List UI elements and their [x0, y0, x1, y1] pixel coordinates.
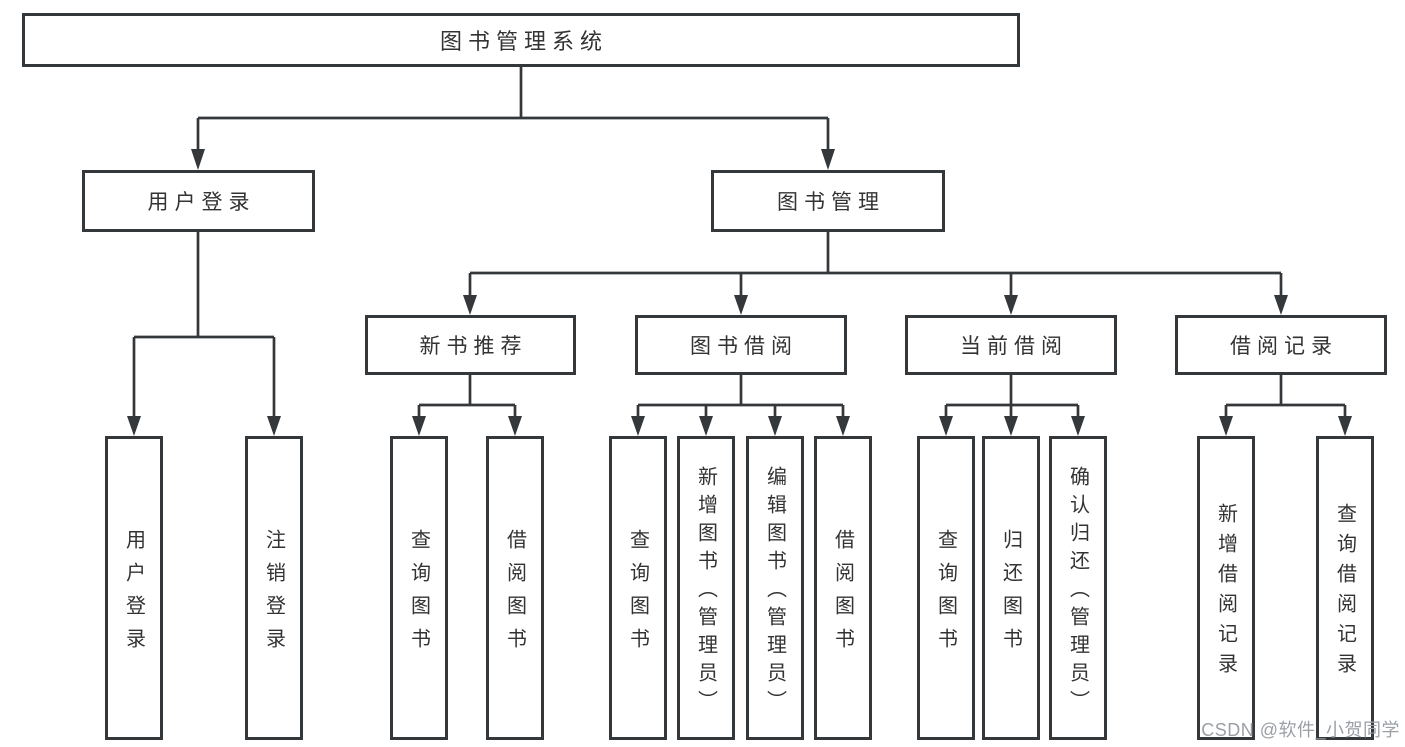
node-library-system: 图书管理系统 — [22, 13, 1020, 67]
leaf-borrow-books-recommend: 借阅图书 — [486, 436, 544, 740]
leaf-borrow-books-label: 借阅图书 — [831, 528, 854, 661]
leaf-confirm-return-admin-label: 确认归还（管理员） — [1066, 466, 1089, 718]
leaf-query-books-recommend: 查询图书 — [390, 436, 448, 740]
leaf-query-books-recommend-label: 查询图书 — [407, 528, 430, 661]
node-book-borrowing: 图书借阅 — [635, 315, 847, 375]
node-book-management-label: 图书管理 — [777, 191, 885, 214]
node-user-login: 用户登录 — [82, 170, 315, 232]
node-borrowing-records: 借阅记录 — [1175, 315, 1387, 375]
node-new-book-recommend: 新书推荐 — [365, 315, 576, 375]
leaf-edit-books-admin-label: 编辑图书（管理员） — [763, 466, 786, 718]
node-current-borrowing-label: 当前借阅 — [960, 335, 1068, 358]
leaf-logout-label: 注销登录 — [262, 528, 285, 661]
leaf-query-books-current: 查询图书 — [917, 436, 975, 740]
leaf-query-borrow-record-label: 查询借阅记录 — [1333, 503, 1356, 683]
node-borrowing-records-label: 借阅记录 — [1230, 335, 1338, 358]
leaf-borrow-books-recommend-label: 借阅图书 — [503, 528, 526, 661]
node-new-book-recommend-label: 新书推荐 — [419, 335, 528, 358]
node-book-management: 图书管理 — [711, 170, 945, 232]
leaf-user-login: 用户登录 — [105, 436, 163, 740]
leaf-add-books-admin-label: 新增图书（管理员） — [694, 466, 717, 718]
leaf-edit-books-admin: 编辑图书（管理员） — [746, 436, 804, 740]
node-current-borrowing: 当前借阅 — [905, 315, 1117, 375]
leaf-add-books-admin: 新增图书（管理员） — [677, 436, 735, 740]
leaf-add-borrow-record: 新增借阅记录 — [1197, 436, 1255, 740]
leaf-query-books-borrowing-label: 查询图书 — [626, 528, 649, 661]
leaf-return-books-label: 归还图书 — [999, 528, 1022, 661]
node-book-borrowing-label: 图书借阅 — [690, 335, 798, 358]
leaf-logout: 注销登录 — [245, 436, 303, 740]
leaf-return-books: 归还图书 — [982, 436, 1040, 740]
leaf-query-borrow-record: 查询借阅记录 — [1316, 436, 1374, 740]
watermark: CSDN @软件_小贺同学 — [1201, 720, 1400, 740]
leaf-query-books-current-label: 查询图书 — [934, 528, 957, 661]
leaf-confirm-return-admin: 确认归还（管理员） — [1049, 436, 1107, 740]
leaf-user-login-label: 用户登录 — [122, 528, 145, 661]
leaf-query-books-borrowing: 查询图书 — [609, 436, 667, 740]
leaf-borrow-books: 借阅图书 — [814, 436, 872, 740]
node-library-system-label: 图书管理系统 — [439, 29, 608, 54]
node-user-login-label: 用户登录 — [147, 191, 256, 214]
leaf-add-borrow-record-label: 新增借阅记录 — [1214, 503, 1237, 683]
